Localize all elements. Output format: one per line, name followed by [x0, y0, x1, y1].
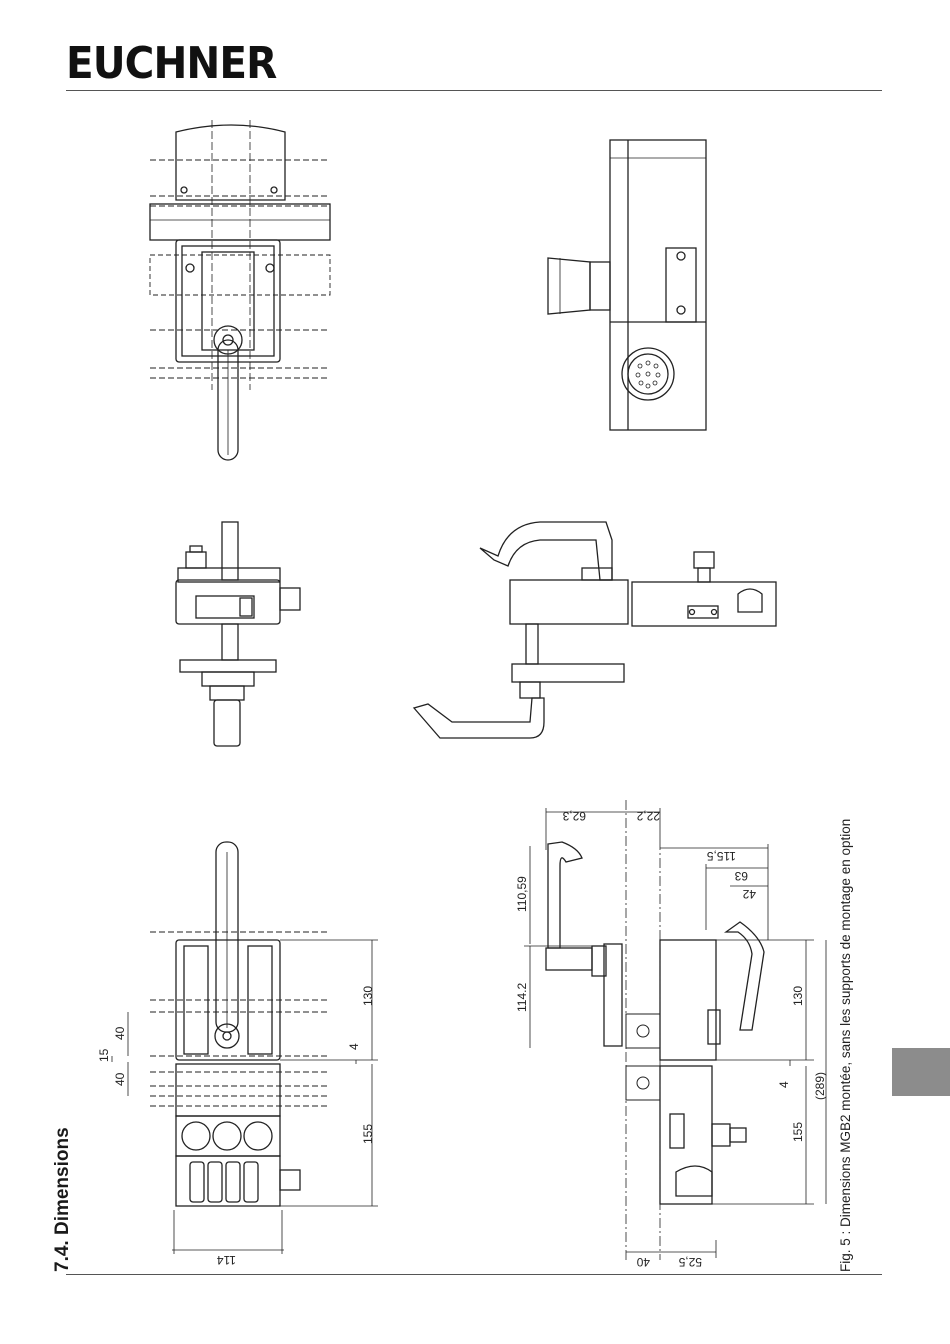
dim-62-3: 62,3 — [562, 809, 586, 823]
dim-40-right: 40 — [636, 1255, 650, 1269]
dim-15-left: 15 — [97, 1048, 111, 1062]
dim-63: 63 — [734, 869, 748, 883]
dim-22-2: 22,2 — [636, 809, 660, 823]
dim-130-right: 130 — [791, 986, 805, 1006]
dim-289-total: (289) — [813, 1072, 827, 1100]
dim-4-right: 4 — [777, 1081, 791, 1088]
dim-114-2: 114.2 — [515, 983, 529, 1012]
side-view-drawing — [548, 140, 706, 430]
dim-130-left: 130 — [361, 986, 375, 1006]
dim-52-5: 52,5 — [678, 1255, 702, 1269]
dim-4-left: 4 — [347, 1043, 361, 1050]
dimensioned-side-drawing: 62,3 22,2 115,5 63 42 110,59 114.2 130 4… — [515, 800, 827, 1269]
dim-42: 42 — [742, 887, 756, 901]
dim-155-right: 155 — [791, 1122, 805, 1142]
dimensioned-front-drawing: 130 155 4 40 15 40 114 — [97, 842, 378, 1267]
dim-115-5: 115,5 — [707, 849, 736, 863]
dim-40b-left: 40 — [113, 1072, 127, 1086]
dim-40a-left: 40 — [113, 1026, 127, 1040]
handle-side-drawing — [414, 522, 776, 738]
dim-110-59: 110,59 — [515, 876, 529, 912]
front-view-drawing — [176, 522, 300, 746]
dim-155-left: 155 — [361, 1124, 375, 1144]
dim-114-width: 114 — [217, 1253, 236, 1267]
top-view-drawing — [150, 120, 330, 460]
